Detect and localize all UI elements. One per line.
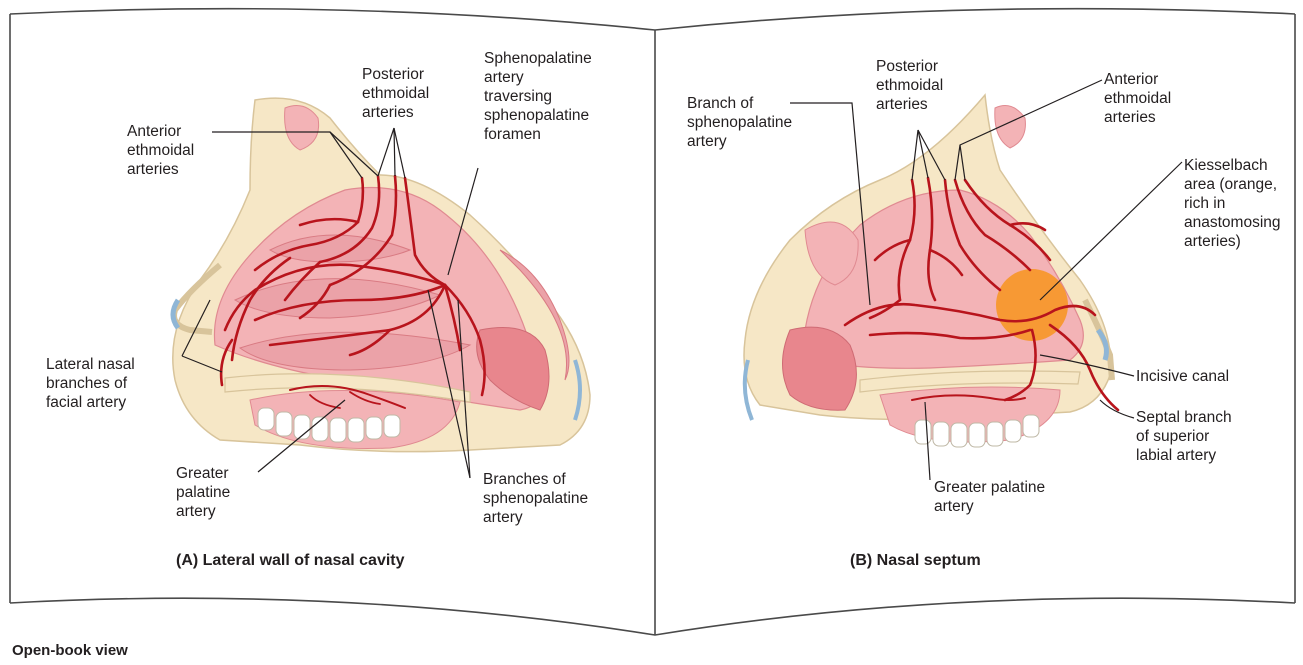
label-lateral-nasal-branches: Lateral nasal branches of facial artery bbox=[46, 355, 186, 412]
label-greater-palatine-b: Greater palatine artery bbox=[934, 478, 1094, 516]
label-kiesselbach-area: Kiesselbach area (orange, rich in anasto… bbox=[1184, 156, 1299, 251]
label-posterior-ethmoidal-a: Posterior ethmoidal arteries bbox=[362, 65, 472, 122]
label-anterior-ethmoidal-b: Anterior ethmoidal arteries bbox=[1104, 70, 1214, 127]
label-septal-branch: Septal branch of superior labial artery bbox=[1136, 408, 1286, 465]
label-greater-palatine-a: Greater palatine artery bbox=[176, 464, 276, 521]
label-incisive-canal: Incisive canal bbox=[1136, 367, 1286, 386]
label-sphenopalatine-traversing: Sphenopalatine artery traversing sphenop… bbox=[484, 49, 624, 144]
footer-open-book-view: Open-book view bbox=[12, 642, 128, 659]
label-posterior-ethmoidal-b: Posterior ethmoidal arteries bbox=[876, 57, 986, 114]
caption-panel-a: (A) Lateral wall of nasal cavity bbox=[176, 552, 405, 570]
label-anterior-ethmoidal-a: Anterior ethmoidal arteries bbox=[127, 122, 237, 179]
label-branch-sphenopalatine-b: Branch of sphenopalatine artery bbox=[687, 94, 817, 151]
nostril-a bbox=[173, 300, 178, 328]
caption-panel-b: (B) Nasal septum bbox=[850, 552, 981, 570]
nasopharynx-b bbox=[783, 327, 857, 410]
label-branches-sphenopalatine: Branches of sphenopalatine artery bbox=[483, 470, 623, 527]
